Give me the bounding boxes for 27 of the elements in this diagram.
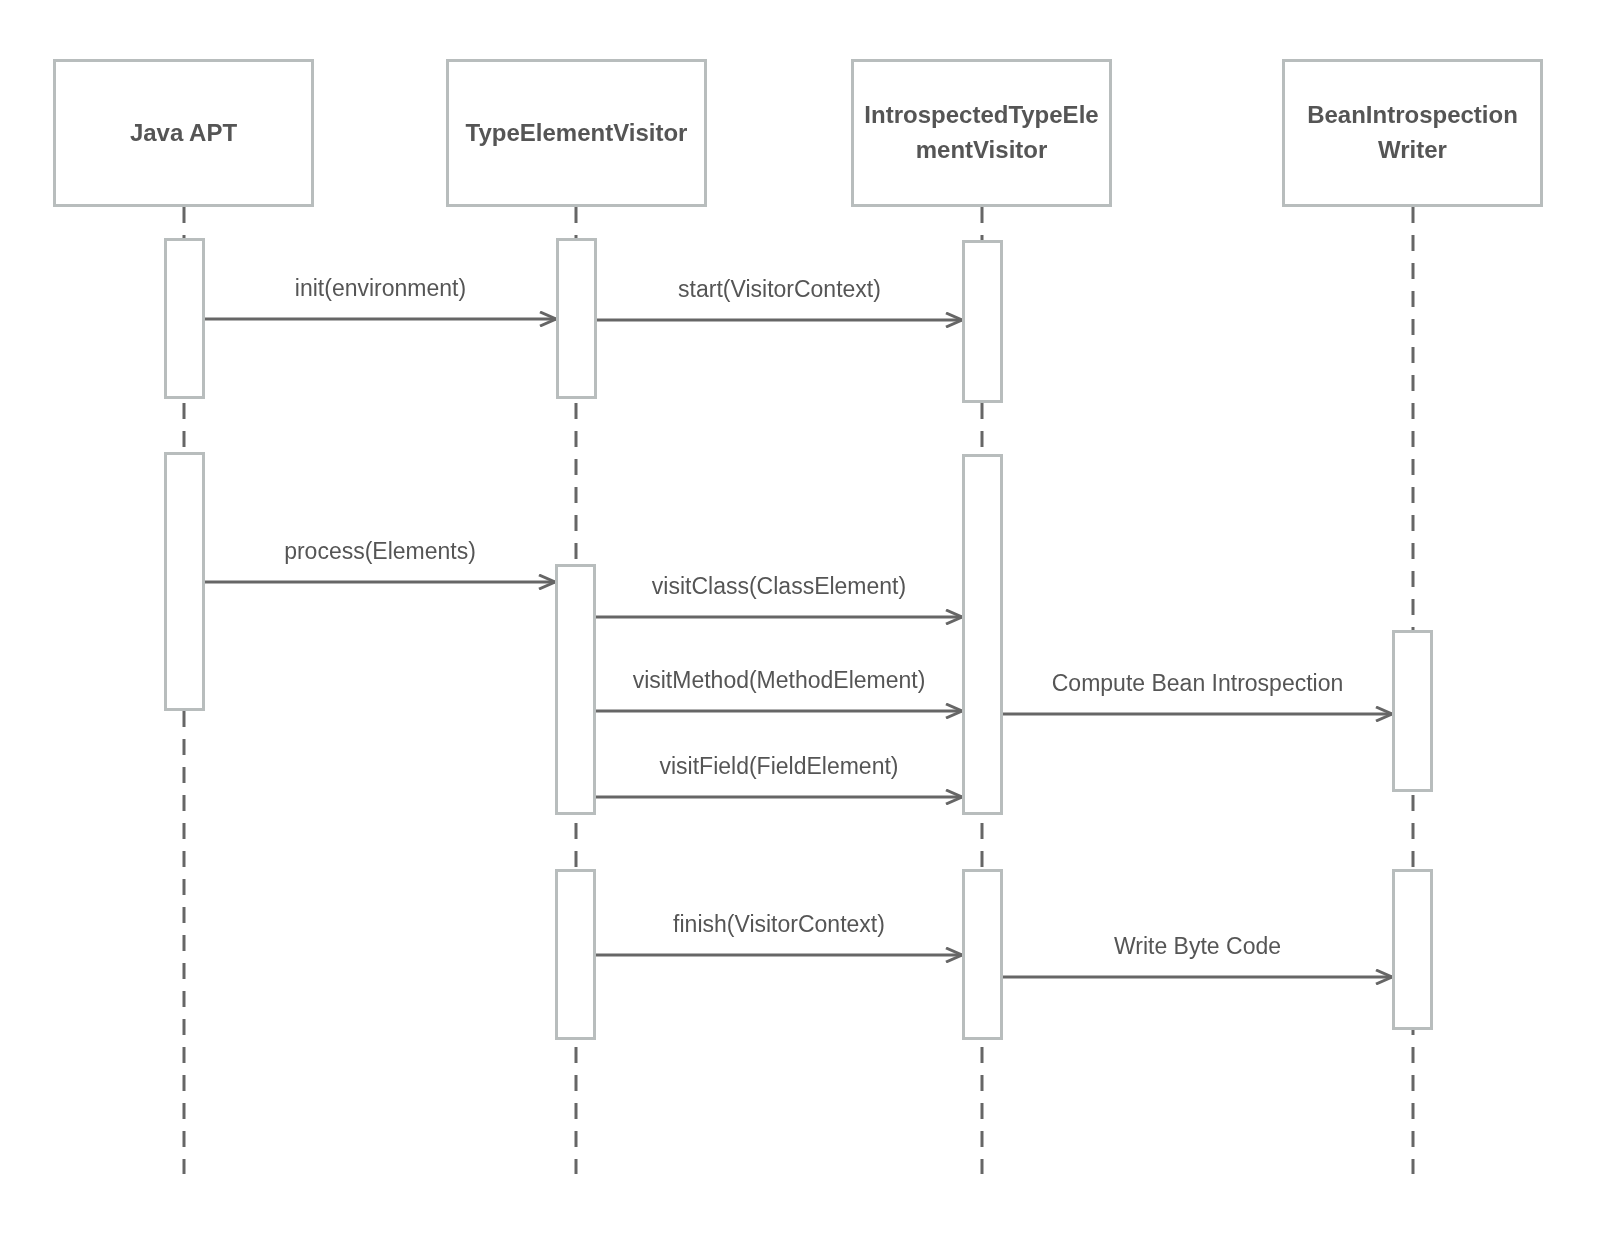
activation-bar — [555, 564, 596, 815]
message-arrow — [205, 310, 558, 328]
activation-bar — [962, 869, 1003, 1040]
activation-bar — [164, 452, 205, 711]
participant-box: IntrospectedTypeElementVisitor — [851, 59, 1112, 207]
edge-label: finish(VisitorContext) — [671, 911, 887, 938]
activation-bar — [556, 238, 597, 399]
message-arrow — [596, 702, 964, 720]
edge-label: process(Elements) — [282, 538, 478, 565]
message-arrow — [596, 946, 964, 964]
activation-bar — [962, 240, 1003, 403]
message-arrow — [1003, 968, 1394, 986]
message-arrow — [597, 311, 964, 329]
activation-bar — [962, 454, 1003, 815]
participant-box: BeanIntrospection Writer — [1282, 59, 1543, 207]
activation-bar — [164, 238, 205, 399]
message-arrow — [596, 788, 964, 806]
participant-box: Java APT — [53, 59, 314, 207]
activation-bar — [1392, 869, 1433, 1030]
edge-label: start(VisitorContext) — [676, 276, 883, 303]
activation-bar — [1392, 630, 1433, 792]
message-arrow — [205, 573, 557, 591]
message-arrow — [596, 608, 964, 626]
participant-box: TypeElementVisitor — [446, 59, 707, 207]
edge-label: Write Byte Code — [1112, 933, 1283, 960]
activation-bar — [555, 869, 596, 1040]
message-arrow — [1003, 705, 1394, 723]
